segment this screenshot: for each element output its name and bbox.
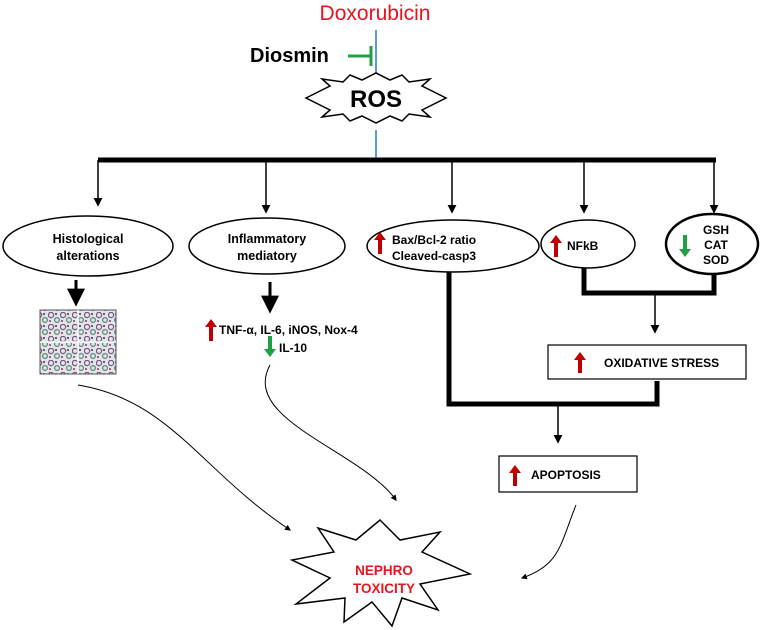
histological-alterations-node (2, 215, 174, 277)
cytokines-up-label: TNF-α, IL-6, iNOS, Nox-4 (219, 323, 358, 337)
oxidative-merge-connector (581, 268, 717, 296)
inflammatory-label-line2: mediatory (237, 249, 297, 263)
tissue-micrograph-icon (39, 309, 117, 375)
up-arrow-icon (574, 352, 586, 373)
t-bar-inhibition-icon (348, 46, 373, 66)
gsh-label: GSH (703, 223, 729, 237)
inflammatory-mediatory-node (188, 217, 346, 275)
outcome-label-line2: TOXICITY (353, 581, 415, 596)
up-arrow-icon (374, 232, 386, 254)
bax-label-line1: Bax/Bcl-2 ratio (392, 233, 476, 247)
diosmin-label: Diosmin (250, 45, 329, 67)
bax-label-line2: Cleaved-casp3 (392, 249, 476, 263)
down-arrow-icon (679, 235, 691, 257)
sod-label: SOD (703, 253, 729, 267)
apoptosis-label: APOPTOSIS (531, 468, 601, 482)
outcome-curved-arrows (77, 364, 577, 580)
inflammatory-label-line1: Inflammatory (228, 232, 307, 246)
apoptosis-merge-connector (446, 272, 660, 407)
nfkb-node (540, 219, 636, 269)
outcome-label-line1: NEPHRO (355, 563, 413, 578)
apoptosis-box (498, 455, 638, 493)
cat-label: CAT (704, 238, 728, 252)
bax-bcl2-node (366, 219, 540, 273)
ros-starburst-icon (304, 72, 448, 124)
histological-label-line1: Histological (53, 232, 124, 246)
doxorubicin-label: Doxorubicin (320, 2, 431, 25)
ros-label: ROS (350, 86, 402, 113)
oxidative-stress-label: OXIDATIVE STRESS (604, 356, 719, 370)
histological-label-line2: alterations (56, 249, 119, 263)
up-arrow-icon (205, 319, 217, 341)
up-arrow-icon (509, 465, 521, 486)
cytokines-down-label: IL-10 (279, 341, 307, 355)
up-arrow-icon (550, 235, 562, 257)
nephrotoxicity-starburst-icon (289, 518, 473, 628)
down-arrow-icon (264, 336, 276, 357)
branch-lines (93, 160, 719, 214)
nfkb-label: NFkB (567, 239, 599, 253)
